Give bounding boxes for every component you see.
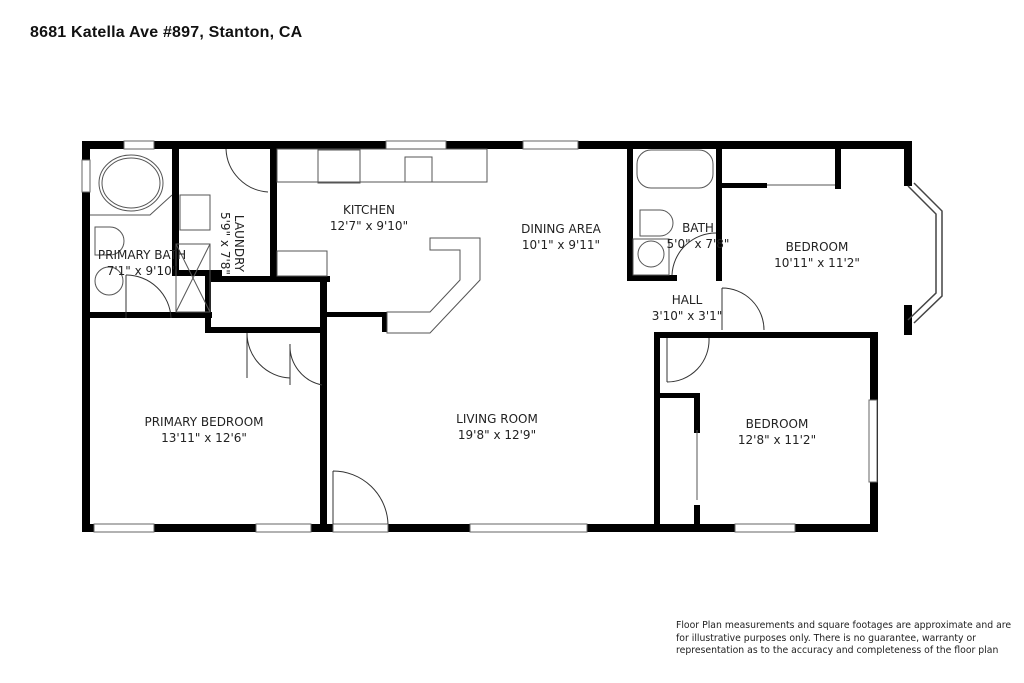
fixtures	[90, 148, 835, 500]
bay-window	[907, 182, 943, 324]
room-dims: 7'1" x 9'10"	[106, 264, 178, 278]
room-laundry: LAUNDRY 5'9" x 7'8"	[218, 212, 246, 275]
room-dims: 5'0" x 7'8"	[666, 237, 730, 251]
room-dining-area: DINING AREA 10'1" x 9'11"	[521, 221, 601, 253]
room-name: DINING AREA	[521, 222, 601, 236]
windows	[81, 140, 878, 533]
room-bath: BATH 5'0" x 7'8"	[667, 220, 730, 252]
room-kitchen: KITCHEN 12'7" x 9'10"	[330, 202, 408, 234]
room-living-room: LIVING ROOM 19'8" x 12'9"	[456, 411, 538, 443]
property-address-title: 8681 Katella Ave #897, Stanton, CA	[30, 24, 303, 41]
room-dims: 12'7" x 9'10"	[329, 219, 409, 233]
floor-plan-disclaimer: Floor Plan measurements and square foota…	[676, 620, 1012, 656]
room-bedroom-upper: BEDROOM 10'11" x 11'2"	[774, 239, 860, 271]
room-primary-bedroom: PRIMARY BEDROOM 13'11" x 12'6"	[144, 414, 263, 446]
room-primary-bath: PRIMARY BATH 7'1" x 9'10"	[98, 247, 186, 279]
room-dims: 12'8" x 11'2"	[737, 433, 817, 447]
room-dims: 5'9" x 7'8"	[218, 212, 232, 275]
room-hall: HALL 3'10" x 3'1"	[652, 292, 723, 324]
room-name: BATH	[682, 221, 714, 235]
room-dims: 19'8" x 12'9"	[457, 428, 537, 442]
room-name: LIVING ROOM	[456, 412, 538, 426]
room-bedroom-lower: BEDROOM 12'8" x 11'2"	[738, 416, 816, 448]
room-dims: 3'10" x 3'1"	[651, 309, 723, 323]
doors	[125, 148, 765, 525]
room-dims: 10'1" x 9'11"	[521, 238, 601, 252]
room-name: PRIMARY BATH	[97, 248, 187, 262]
walls	[82, 141, 912, 532]
room-name: HALL	[671, 293, 703, 307]
room-name: KITCHEN	[343, 203, 395, 217]
room-name: PRIMARY BEDROOM	[144, 415, 264, 429]
room-dims: 10'11" x 11'2"	[774, 256, 860, 270]
room-name: BEDROOM	[785, 240, 849, 254]
room-name: LAUNDRY	[232, 214, 246, 272]
room-dims: 13'11" x 12'6"	[161, 431, 247, 445]
room-name: BEDROOM	[745, 417, 809, 431]
